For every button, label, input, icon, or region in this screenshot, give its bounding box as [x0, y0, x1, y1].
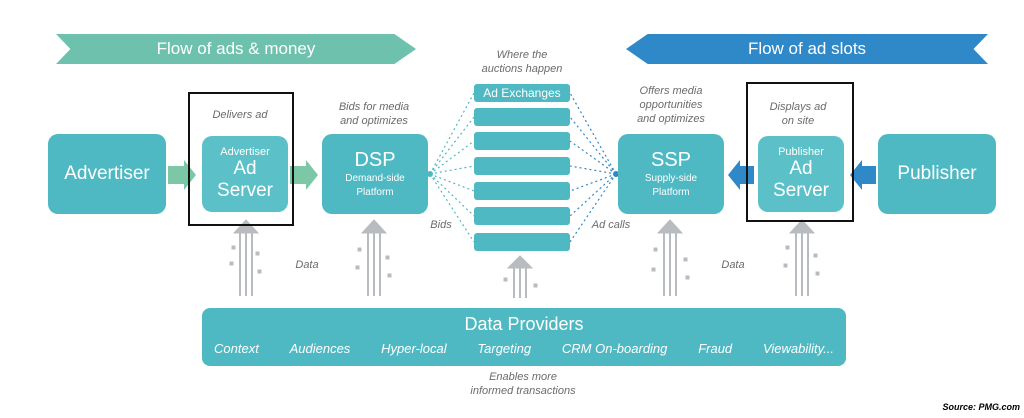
flow-ads-money-label: Flow of ads & money: [156, 39, 316, 58]
advertiser-label: Advertiser: [64, 163, 150, 184]
publisher-label: Publisher: [897, 163, 977, 184]
advertiser-node: Advertiser: [48, 134, 166, 214]
offers-note-line2: opportunities: [639, 99, 703, 111]
publisher-ad-server-highlight: [746, 82, 854, 222]
ad-exchanges-header: Ad Exchanges: [474, 84, 570, 102]
data-label-left: Data: [290, 258, 324, 272]
ssp-exchange-dotted-links: [569, 92, 617, 243]
data-providers-list: Context Audiences Hyper-local Targeting …: [214, 341, 834, 356]
dsp-node: DSP Demand-side Platform: [322, 134, 428, 214]
data-providers-title: Data Providers: [464, 314, 584, 334]
data-flow-icon-exchange: [503, 255, 538, 298]
auctions-note-line2: auctions happen: [481, 63, 563, 75]
ssp-sub1: Supply-side: [644, 173, 698, 184]
ad-exchange-slot: [474, 207, 570, 225]
data-flow-icon-dsp: [355, 219, 392, 296]
enables-note-line2: informed transactions: [470, 385, 576, 397]
data-right-text: Data: [721, 259, 745, 271]
displays-note-line1: Displays ad: [769, 101, 827, 113]
data-provider-item: Audiences: [289, 341, 351, 356]
flow-ad-slots-banner: Flow of ad slots: [626, 34, 988, 64]
source-credit: Source: PMG.com: [942, 402, 1020, 412]
dsp-exchange-dotted-links: [429, 92, 475, 243]
offers-note-line3: and optimizes: [637, 113, 705, 125]
delivers-ad-note: Delivers ad: [198, 108, 282, 122]
bids-for-media-note: Bids for media and optimizes: [318, 100, 430, 128]
ad-exchange-slot: [474, 157, 570, 175]
enables-note-line1: Enables more: [489, 371, 557, 383]
auctions-note-line1: Where the: [496, 49, 548, 61]
enables-note: Enables more informed transactions: [448, 370, 598, 398]
dsp-sub2: Platform: [356, 187, 394, 198]
data-provider-item: CRM On-boarding: [561, 341, 668, 356]
auctions-note: Where the auctions happen: [470, 48, 574, 76]
advertiser-ad-server-top: Advertiser: [220, 146, 270, 158]
ssp-node: SSP Supply-side Platform: [618, 134, 724, 214]
advertiser-ad-server-highlight: [188, 92, 294, 226]
displays-ad-note: Displays ad on site: [752, 100, 844, 128]
dsp-sub1: Demand-side: [345, 173, 405, 184]
data-provider-item: Targeting: [477, 341, 532, 356]
dsp-title: DSP: [354, 149, 396, 171]
offers-note-line1: Offers media: [639, 85, 703, 97]
advertiser-ad-server-line2: Server: [217, 180, 273, 201]
data-flow-icon-pubserver: [783, 219, 820, 296]
data-provider-item: Context: [214, 341, 259, 356]
data-label-right: Data: [716, 258, 750, 272]
ad-calls-text: Ad calls: [591, 219, 631, 231]
data-left-text: Data: [295, 259, 319, 271]
advertiser-ad-server-line1: Ad: [233, 158, 257, 179]
ssp-title: SSP: [650, 149, 692, 171]
bids-text: Bids: [430, 219, 452, 231]
ad-exchange-slot: [474, 132, 570, 150]
arrow-publisher-to-pubserver-icon: [850, 160, 876, 190]
bids-note-line1: Bids for media: [338, 101, 410, 113]
flow-ad-slots-label: Flow of ad slots: [747, 39, 867, 58]
data-flow-icon-ssp: [651, 219, 690, 296]
arrow-adserver-to-dsp-icon: [290, 160, 318, 190]
publisher-ad-server-line1: Ad: [789, 158, 813, 179]
displays-note-line2: on site: [781, 115, 815, 127]
publisher-ad-server-line2: Server: [773, 180, 829, 201]
bids-note-line2: and optimizes: [340, 115, 408, 127]
advertiser-ad-server-node: Advertiser Ad Server: [202, 136, 288, 212]
data-providers-bar: Data Providers Context Audiences Hyper-l…: [202, 308, 846, 366]
ssp-sub2: Platform: [652, 187, 690, 198]
ad-exchanges-label: Ad Exchanges: [483, 86, 561, 100]
publisher-ad-server-top: Publisher: [778, 146, 824, 158]
publisher-node: Publisher: [878, 134, 996, 214]
data-flow-icon-adserver: [229, 219, 262, 296]
ad-exchange-slot: [474, 233, 570, 251]
offers-media-note: Offers media opportunities and optimizes: [616, 84, 726, 126]
delivers-ad-text: Delivers ad: [212, 109, 268, 121]
ad-exchange-slot: [474, 108, 570, 126]
data-provider-item: Hyper-local: [381, 341, 447, 356]
flow-ads-money-banner: Flow of ads & money: [56, 34, 416, 64]
data-provider-item: Viewability...: [762, 341, 834, 356]
bids-label: Bids: [426, 218, 456, 232]
ad-exchange-slot: [474, 182, 570, 200]
data-provider-item: Fraud: [698, 341, 733, 356]
ad-calls-label: Ad calls: [586, 218, 636, 232]
publisher-ad-server-node: Publisher Ad Server: [758, 136, 844, 212]
